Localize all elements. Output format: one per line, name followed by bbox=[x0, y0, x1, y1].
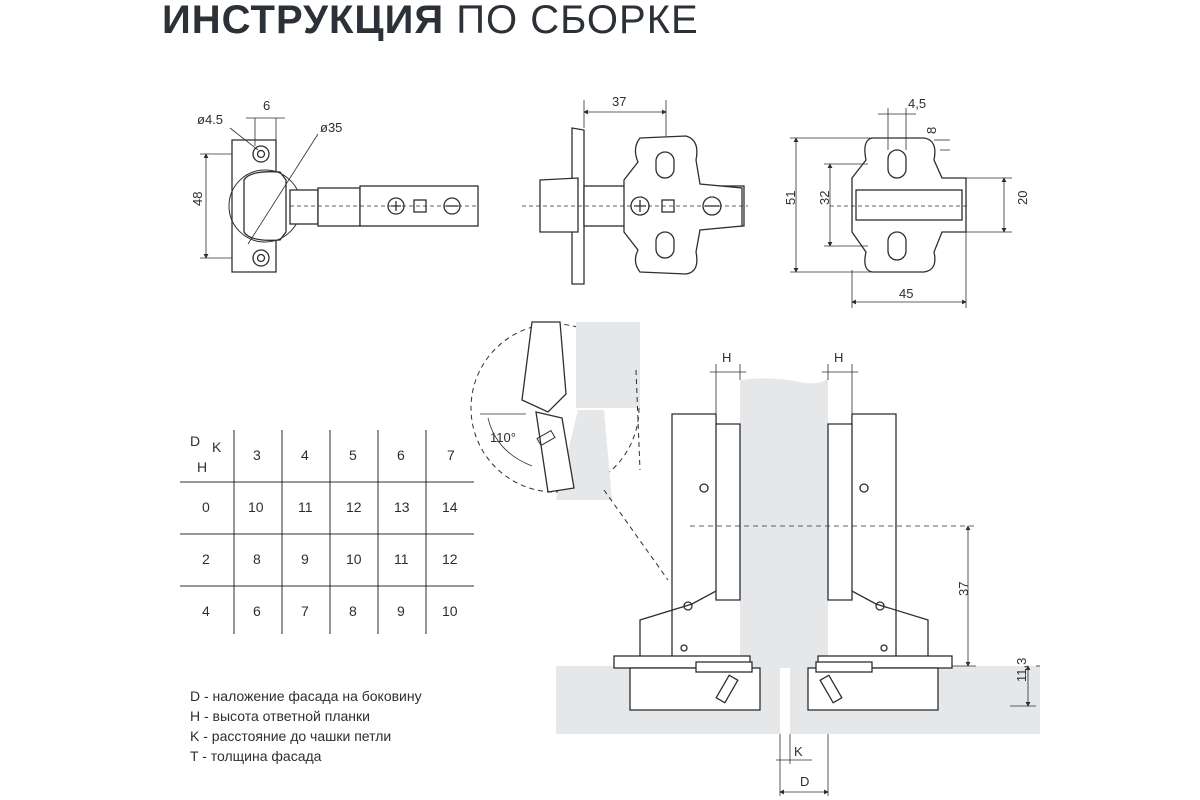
table-cell: 11 bbox=[394, 551, 409, 567]
table-cell: 7 bbox=[301, 603, 309, 619]
dim-cup: ø35 bbox=[320, 120, 342, 135]
row-header: 0 bbox=[202, 499, 210, 515]
dim-height-32: 32 bbox=[817, 191, 832, 205]
mounting-plate-view bbox=[790, 108, 1012, 308]
legend-item: H - высота ответной планки bbox=[190, 708, 370, 724]
title-bold: ИНСТРУКЦИЯ bbox=[162, 0, 445, 42]
row-header: 2 bbox=[202, 551, 210, 567]
detail-circle bbox=[470, 321, 669, 581]
dim-gap: 6 bbox=[263, 98, 270, 113]
hinge-plate-view bbox=[522, 100, 748, 285]
table-cell: 14 bbox=[442, 499, 458, 515]
dim-thickness: 11,3 bbox=[1014, 658, 1029, 682]
table-corner-k: K bbox=[212, 439, 222, 455]
section-view bbox=[556, 364, 1040, 796]
table-cell: 9 bbox=[397, 603, 405, 619]
dim-height-20: 20 bbox=[1015, 191, 1030, 205]
table-cell: 8 bbox=[253, 551, 261, 567]
table-row: 4 6 7 8 9 10 bbox=[202, 603, 458, 619]
dim-k: K bbox=[794, 744, 803, 759]
title-light: ПО СБОРКЕ bbox=[456, 0, 699, 42]
hinge-plan-view bbox=[200, 117, 479, 273]
dim-h-left: H bbox=[722, 350, 731, 365]
dim-d: D bbox=[800, 774, 809, 789]
legend-item: D - наложение фасада на боковину bbox=[190, 688, 422, 704]
table-cell: 12 bbox=[346, 499, 362, 515]
table-row: 0 10 11 12 13 14 bbox=[202, 499, 458, 515]
table-corner-h: H bbox=[197, 459, 207, 475]
dim-height-51: 51 bbox=[783, 191, 798, 205]
dim-height-48: 48 bbox=[190, 192, 205, 206]
dim-small-hole: ø4.5 bbox=[197, 112, 223, 127]
table-cell: 12 bbox=[442, 551, 458, 567]
dim-width-45: 45 bbox=[899, 286, 913, 301]
overlay-table bbox=[180, 430, 474, 634]
legend-item: K - расстояние до чашки петли bbox=[190, 728, 392, 744]
table-cell: 13 bbox=[394, 499, 410, 515]
col-header: 4 bbox=[301, 447, 309, 463]
table-row: 2 8 9 10 11 12 bbox=[202, 551, 458, 567]
page-title: ИНСТРУКЦИЯ ПО СБОРКЕ bbox=[162, 0, 699, 40]
legend: D - наложение фасада на боковину H - выс… bbox=[190, 686, 422, 766]
dim-angle-110: 110° bbox=[490, 430, 516, 445]
dim-depth-37: 37 bbox=[956, 582, 971, 596]
table-cell: 10 bbox=[442, 603, 458, 619]
table-cell: 6 bbox=[253, 603, 261, 619]
dim-hole-4-5: 4,5 bbox=[908, 96, 926, 111]
col-header: 5 bbox=[349, 447, 357, 463]
row-header: 4 bbox=[202, 603, 210, 619]
table-cell: 10 bbox=[248, 499, 264, 515]
table-cell: 9 bbox=[301, 551, 309, 567]
table-corner-d: D bbox=[190, 433, 200, 449]
col-header: 7 bbox=[447, 447, 455, 463]
legend-item: T - толщина фасада bbox=[190, 748, 322, 764]
table-cell: 10 bbox=[346, 551, 362, 567]
col-header: 3 bbox=[253, 447, 261, 463]
table-cell: 11 bbox=[298, 499, 313, 515]
table-cell: 8 bbox=[349, 603, 357, 619]
col-header: 6 bbox=[397, 447, 405, 463]
table-header-row: 3 4 5 6 7 bbox=[253, 447, 455, 463]
dim-width-37: 37 bbox=[612, 94, 626, 109]
dim-h-right: H bbox=[834, 350, 843, 365]
dim-edge-8: 8 bbox=[924, 127, 939, 134]
